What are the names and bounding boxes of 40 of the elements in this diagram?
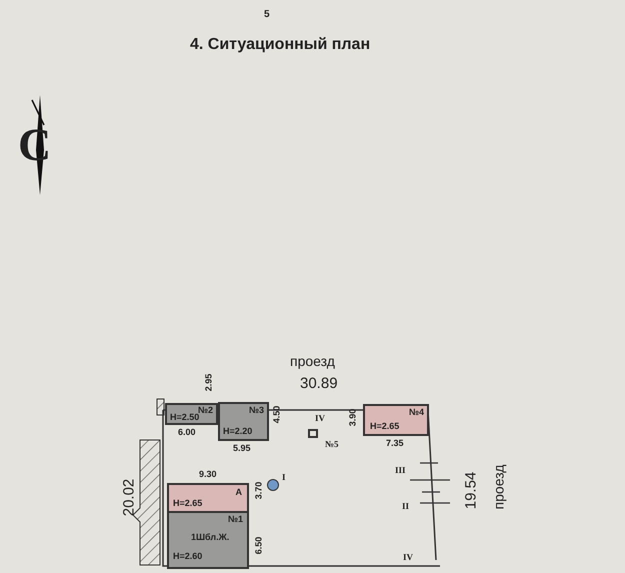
building-label: H=2.20 [223,427,252,436]
well-circle [267,479,279,491]
marker-label: I [282,473,286,482]
marker-square [308,429,318,438]
building-label: H=2.50 [170,413,200,422]
building-number: №1 [228,515,243,524]
dimension-label: 2.95 [204,374,214,392]
building-rect [363,404,429,436]
building-label: H=2.60 [173,552,202,561]
marker-label: №5 [325,440,339,449]
dimension-label: 5.95 [233,444,251,453]
side-label: III [395,466,406,475]
building-number: №4 [408,408,424,417]
building-label: H=2.65 [370,422,400,431]
building-number: №2 [198,406,213,415]
dimension-label: 4.50 [272,406,282,424]
street-label: проезд [290,354,335,368]
side-label: II [402,502,410,511]
building-label: 1Шбл.Ж. [191,533,230,542]
dimension-label: 9.30 [199,470,217,479]
side-label: IV [403,553,414,562]
building-number: №3 [248,406,264,415]
building-label: H=2.65 [173,499,202,508]
building-rect [165,403,218,425]
building-rect [167,483,249,513]
title: 4. Ситуационный план [190,37,370,53]
page-number: 5 [264,10,270,20]
dimension-label: 3.90 [348,408,358,426]
dimension-label: 7.35 [386,439,404,448]
dimension-label: 20.02 [121,478,136,516]
dimension-label: 6.00 [178,428,196,437]
building-rect [167,511,249,569]
dimension-label: 30.89 [300,376,338,391]
street-label: проезд [491,464,506,510]
side-label: IV [315,414,326,423]
dimension-label: 3.70 [254,482,264,500]
dimension-label: 19.54 [463,472,478,510]
dimension-label: 6.50 [254,536,264,554]
building-rect [218,402,269,441]
building-number: А [236,488,242,497]
